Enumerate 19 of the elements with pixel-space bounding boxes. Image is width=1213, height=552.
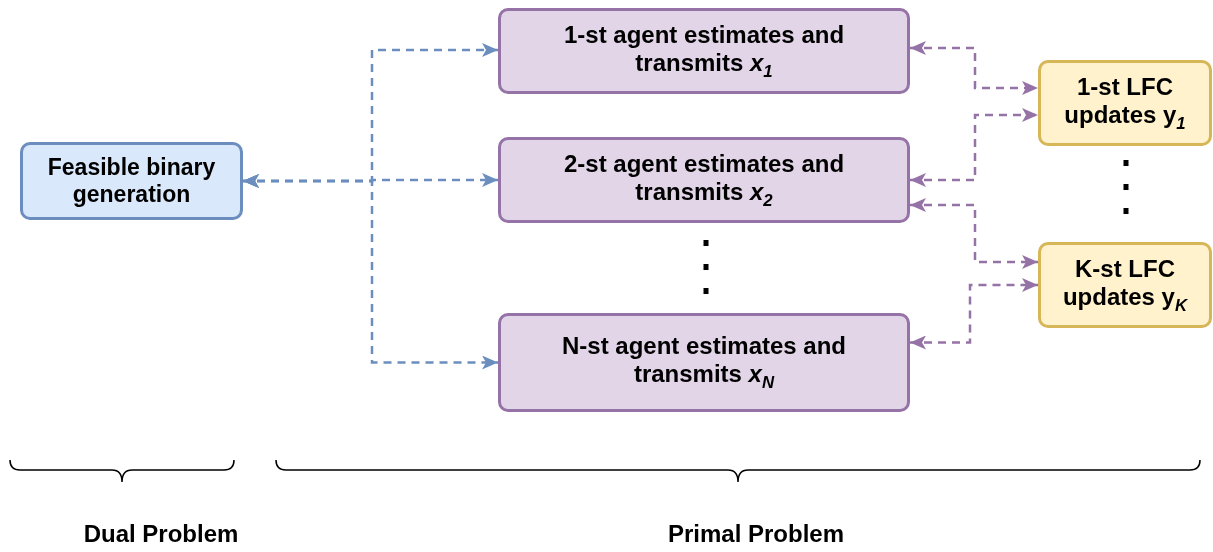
dashed-arrow bbox=[910, 198, 1038, 269]
process-box bbox=[20, 142, 243, 220]
node-text: 1-st LFC updates y$_{1}$ bbox=[1063, 72, 1187, 134]
node-text: 1-st agent estimates and transmits x$_{1}$ bbox=[562, 20, 846, 82]
brace-label: Primal Problem bbox=[667, 520, 845, 548]
process-box bbox=[1038, 60, 1212, 146]
node-text: 2-st agent estimates and transmits x$_{2}$ bbox=[562, 149, 846, 211]
process-box bbox=[1038, 242, 1212, 328]
node-text: N-st agent estimates and transmits x$_{N}$ bbox=[560, 332, 848, 393]
process-box bbox=[498, 313, 910, 412]
process-box bbox=[498, 8, 910, 94]
process-box bbox=[498, 137, 910, 223]
dashed-arrow bbox=[243, 174, 498, 370]
dashed-arrow bbox=[910, 278, 1038, 350]
node-text: K-st LFC updates y$_{K}$ bbox=[1061, 254, 1189, 316]
brace-label: Dual Problem bbox=[83, 520, 239, 548]
node-text: Feasible binary generation bbox=[46, 154, 217, 208]
dashed-arrow bbox=[910, 108, 1038, 187]
dashed-arrow bbox=[910, 41, 1038, 95]
